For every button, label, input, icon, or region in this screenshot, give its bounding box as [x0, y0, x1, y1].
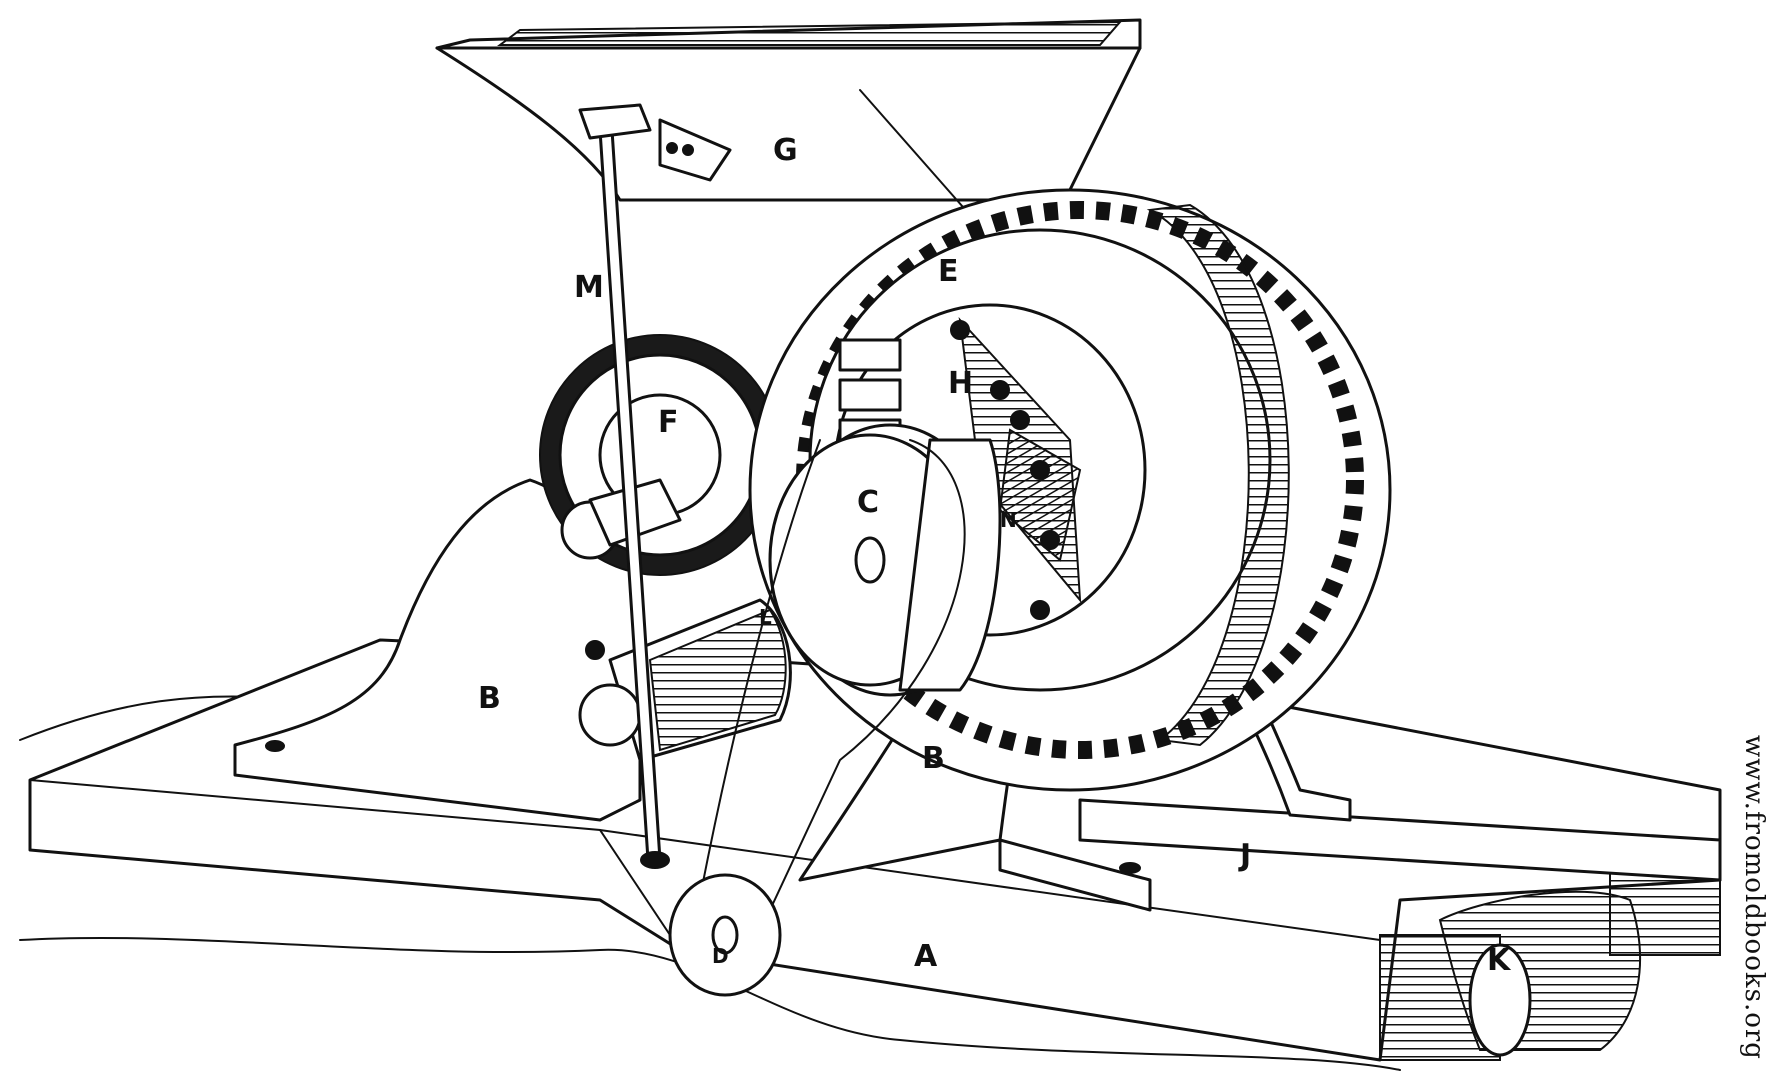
label-m: M: [574, 270, 604, 305]
label-a: A: [914, 939, 938, 974]
roller-k: [1438, 890, 1641, 1057]
watermark: www.fromoldbooks.org: [1739, 735, 1769, 1060]
label-d: D: [712, 944, 729, 968]
label-b-right: B: [922, 741, 945, 776]
label-h: H: [948, 366, 973, 401]
label-l: L: [759, 605, 772, 629]
label-b-left: B: [478, 681, 501, 716]
label-k: K: [1487, 943, 1512, 978]
drive-belt: [689, 439, 966, 951]
beam-j: [1078, 798, 1722, 882]
pulley-d: [668, 873, 782, 997]
label-n: N: [1000, 508, 1017, 532]
label-f: F: [658, 405, 679, 440]
label-c: C: [857, 485, 879, 520]
pulley-c: [768, 423, 1002, 697]
hopper: [435, 18, 1142, 216]
lower-roller: [578, 598, 792, 762]
label-e: E: [938, 254, 959, 289]
label-g: G: [773, 133, 798, 168]
gear-f: [539, 334, 781, 576]
label-j: J: [1238, 838, 1251, 873]
